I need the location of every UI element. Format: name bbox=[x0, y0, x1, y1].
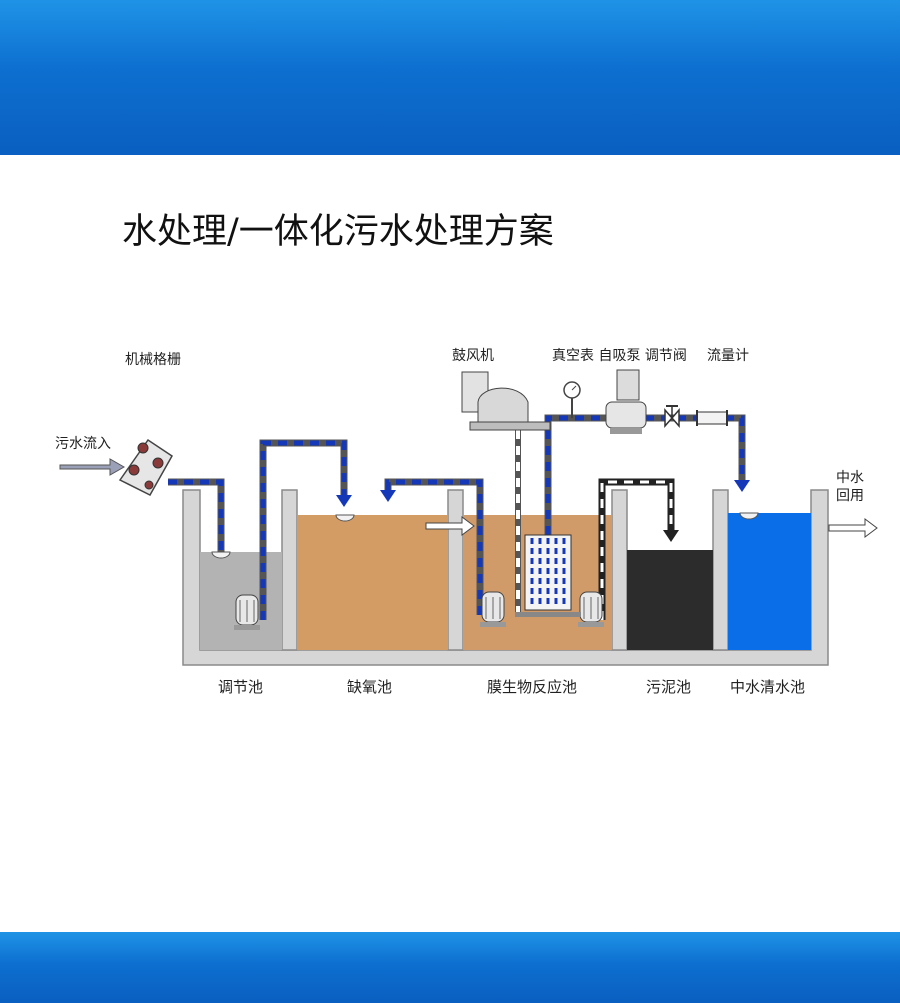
drip-anoxic bbox=[335, 514, 355, 522]
arrow-sewage-in bbox=[59, 458, 126, 476]
arrow-into-clear bbox=[734, 480, 750, 492]
flowmeter bbox=[696, 410, 728, 426]
regulating-valve bbox=[664, 405, 680, 428]
label-gauge-pump-valve: 真空表 自吸泵 调节阀 bbox=[552, 348, 687, 364]
label-sewage-in: 污水流入 bbox=[55, 436, 111, 452]
page-title: 水处理/一体化污水处理方案 bbox=[122, 212, 554, 252]
arrow-into-anoxic bbox=[336, 495, 352, 507]
label-mechanical-screen: 机械格栅 bbox=[125, 352, 181, 368]
clear-water-tank-water bbox=[728, 513, 811, 650]
blower bbox=[461, 371, 551, 431]
anoxic-tank-water bbox=[297, 515, 448, 650]
tank-walls bbox=[182, 489, 829, 666]
vacuum-gauge bbox=[563, 381, 581, 418]
sludge-tank-water bbox=[627, 550, 713, 650]
membrane-module bbox=[515, 534, 581, 617]
self-priming-pump bbox=[605, 369, 647, 434]
pipe-network bbox=[168, 414, 746, 620]
drip-equalization bbox=[211, 551, 231, 559]
label-clear-water-tank: 中水清水池 bbox=[730, 678, 805, 696]
mechanical-screen bbox=[118, 438, 173, 496]
flow-arrows bbox=[59, 458, 878, 542]
label-mbr-tank: 膜生物反应池 bbox=[487, 678, 577, 696]
pump-sludge bbox=[578, 591, 604, 627]
treatment-process-diagram: 机械格栅 污水流入 鼓风机 真空表 自吸泵 调节阀 流量计 中水 回用 调节池 … bbox=[55, 348, 878, 696]
label-reuse-line2: 回用 bbox=[836, 488, 864, 504]
label-equalization-tank: 调节池 bbox=[218, 678, 263, 696]
pump-equalization bbox=[234, 594, 260, 630]
label-blower: 鼓风机 bbox=[452, 348, 494, 364]
arrow-into-sludge bbox=[663, 530, 679, 542]
label-flowmeter: 流量计 bbox=[707, 348, 749, 364]
label-reuse-line1: 中水 bbox=[836, 470, 864, 486]
label-sludge-tank: 污泥池 bbox=[646, 678, 691, 696]
drip-clear bbox=[739, 512, 759, 520]
top-banner bbox=[0, 0, 900, 155]
bottom-banner bbox=[0, 932, 900, 1003]
arrow-reuse-out bbox=[828, 518, 878, 538]
arrow-internal-flow bbox=[425, 516, 475, 536]
arrow-return bbox=[380, 490, 396, 502]
label-anoxic-tank: 缺氧池 bbox=[347, 678, 392, 696]
pump-mbr-return bbox=[480, 591, 506, 627]
